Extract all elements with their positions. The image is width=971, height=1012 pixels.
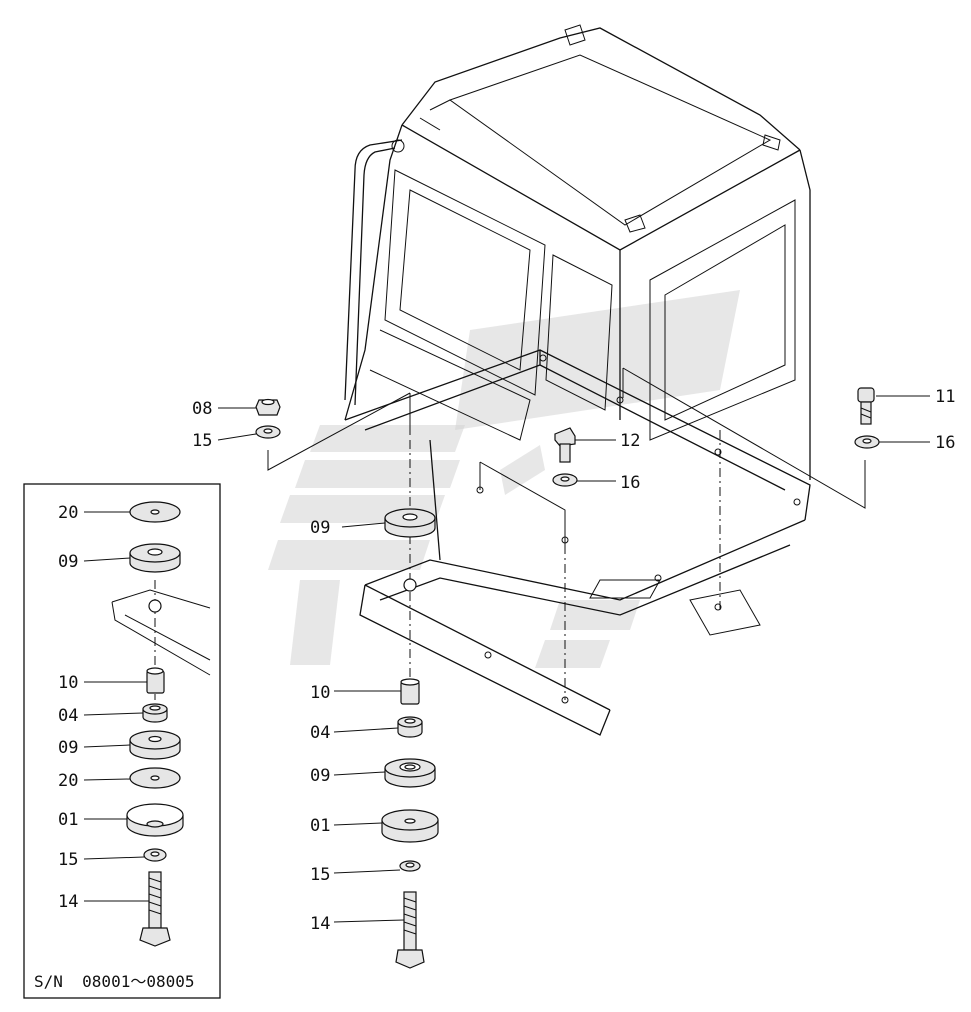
cup-01: [381, 809, 439, 843]
inset-label-09-lower: 09: [58, 738, 78, 758]
label-04: 04: [310, 723, 330, 743]
inset-label-20-lower: 20: [58, 771, 78, 791]
inset-label-01: 01: [58, 810, 78, 830]
washer-15-upper: [255, 425, 281, 439]
collar-04: [397, 716, 423, 738]
serial-number-note: S/N 08001～08005: [34, 972, 195, 991]
inset-cushion-09-lower: [129, 730, 181, 760]
label-09-lower: 09: [310, 766, 330, 786]
inset-mount-hole: [148, 599, 162, 613]
label-08: 08: [192, 399, 212, 419]
inset-label-15: 15: [58, 850, 78, 870]
spacer-10: [400, 678, 420, 705]
main-part-labels: 08 15 09 11 12 16 16 10 04 09 01 15 14: [192, 387, 955, 934]
washer-15-lower: [399, 860, 421, 872]
label-09-upper: 09: [310, 518, 330, 538]
inset-washer-15: [143, 848, 167, 862]
label-16-right: 16: [935, 433, 955, 453]
inset-cushion-09-upper: [129, 543, 181, 573]
washer-16-right: [854, 435, 880, 449]
bolt-12: [554, 427, 576, 463]
nut-08: [255, 398, 281, 416]
assembly-brackets: [267, 367, 866, 700]
inset-spacer-10: [146, 667, 165, 694]
label-01: 01: [310, 816, 330, 836]
label-16-middle: 16: [620, 473, 640, 493]
inset-label-10: 10: [58, 673, 78, 693]
inset-bolt-14: [139, 871, 171, 947]
bolt-11: [857, 387, 875, 425]
watermark: [268, 290, 740, 668]
main-leaders: [217, 395, 930, 923]
serial-inset: 20 09 10 04 09 20 01 15 14 S/N 08001～080…: [23, 483, 221, 999]
washer-16-middle: [552, 473, 578, 487]
label-15-lower: 15: [310, 865, 330, 885]
inset-label-14: 14: [58, 892, 78, 912]
inset-washer-20-upper: [129, 501, 181, 523]
mount-hole: [403, 578, 417, 592]
cushion-09-lower: [384, 758, 436, 788]
cushion-09-upper: [384, 508, 436, 538]
inset-collar-04: [142, 703, 168, 723]
inset-label-20-upper: 20: [58, 503, 78, 523]
label-11: 11: [935, 387, 955, 407]
label-15-upper: 15: [192, 431, 212, 451]
inset-washer-20-lower: [129, 767, 181, 789]
inset-frame: [23, 483, 221, 999]
label-14: 14: [310, 914, 330, 934]
inset-cup-01: [126, 803, 184, 837]
inset-label-09-upper: 09: [58, 552, 78, 572]
label-12: 12: [620, 431, 640, 451]
main-parts: [255, 387, 880, 969]
label-10: 10: [310, 683, 330, 703]
bolt-14: [395, 891, 425, 969]
inset-label-04: 04: [58, 706, 78, 726]
